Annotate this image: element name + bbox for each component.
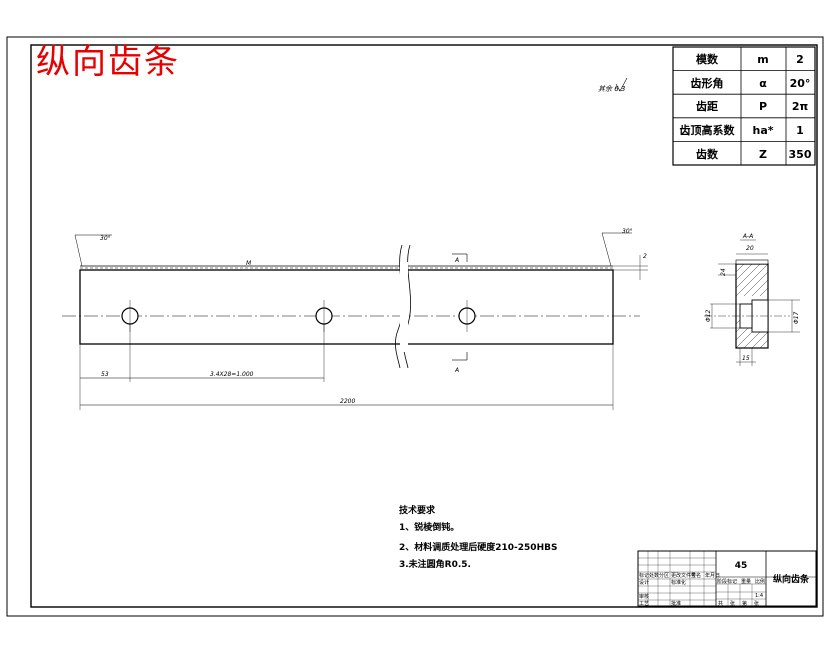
tb-approve: 批准 — [671, 600, 681, 607]
outer-border — [6, 36, 824, 617]
tb-standard: 标准化 — [671, 579, 686, 586]
tb-zone: 分区 — [659, 572, 669, 579]
section-mark: A-A — [742, 233, 753, 240]
param-value-0: 2 — [796, 53, 804, 66]
tb-stage: 阶段标记 — [717, 578, 737, 585]
dim-hole-pitch: 3.4X28=1.000 — [210, 371, 254, 378]
param-symbol-0: m — [757, 53, 768, 66]
section-view: A-A 20 24 — [704, 233, 800, 366]
tech-item-2: 2、材料调质处理后硬度210-250HBS — [399, 541, 557, 553]
tech-heading: 技术要求 — [399, 504, 436, 516]
tech-item-3: 3.未注圆角R0.5. — [399, 558, 471, 570]
roughness-note: 其余 6.3 — [598, 77, 628, 93]
param-name-1: 齿形角 — [691, 76, 724, 90]
parameter-table: 模数 m 2 齿形角 α 20° 齿距 P 2π 齿顶高系数 ha* 1 齿数 … — [672, 46, 816, 166]
technical-requirements: 技术要求 1、锐棱倒钝。 2、材料调质处理后硬度210-250HBS 3.未注圆… — [399, 504, 557, 570]
param-symbol-1: α — [759, 77, 767, 90]
tb-date: 年月日 — [705, 572, 720, 579]
tb-sign: 签名 — [691, 572, 701, 579]
tb-mark: 标记 — [639, 572, 649, 579]
tb-sheet-unit: 张 — [730, 600, 735, 607]
tb-weight: 重量 — [741, 578, 751, 585]
param-value-1: 20° — [790, 77, 811, 90]
tb-sheet-unit-2: 张 — [754, 600, 759, 607]
tb-change-doc: 更改文件号 — [671, 572, 696, 579]
tech-item-1: 1、锐棱倒钝。 — [399, 521, 459, 533]
param-value-2: 2π — [792, 100, 809, 113]
chamfer-left-label: 30° — [100, 235, 111, 242]
tb-total: 共 — [718, 600, 723, 607]
inner-border — [30, 44, 818, 608]
param-name-4: 齿数 — [696, 147, 719, 161]
section-a-bottom: A — [454, 367, 459, 374]
tb-material: 45 — [735, 561, 748, 571]
tb-process: 工艺 — [639, 601, 649, 607]
drawing-title: 纵向齿条 — [36, 42, 180, 82]
tb-part-name: 纵向齿条 — [773, 573, 810, 585]
section-a-top: A — [454, 257, 459, 264]
param-symbol-3: ha* — [752, 124, 773, 137]
param-symbol-2: P — [759, 100, 767, 113]
sec-d1-label: Φ12 — [705, 309, 712, 322]
sec-bottom-label: 15 — [742, 355, 750, 362]
tb-sheet-no: 第 — [742, 600, 747, 607]
dim-offset-left: 53 — [101, 371, 109, 378]
param-symbol-4: Z — [759, 148, 767, 161]
param-value-4: 350 — [789, 148, 812, 161]
sec-width-label: 20 — [746, 245, 754, 252]
tooth-height-label: 2 — [643, 253, 647, 260]
param-name-0: 模数 — [696, 52, 719, 66]
rack-body — [79, 269, 614, 345]
break-line — [395, 244, 404, 369]
tb-review: 审核 — [639, 593, 649, 600]
param-name-2: 齿距 — [696, 99, 718, 113]
tb-design: 设计 — [639, 579, 649, 586]
tb-count: 处数 — [649, 572, 659, 579]
param-name-3: 齿顶高系数 — [680, 123, 736, 137]
chamfer-right-label: 30° — [622, 228, 633, 235]
tb-ratio: 1:4 — [755, 593, 763, 599]
title-block: 标记 处数 分区 更改文件号 签名 年月日 设计 标准化 阶段标记 重量 比例 … — [637, 550, 817, 607]
rack-main-view: 30° 30° M 2 A A 53 3.4X28=1.000 2200 — [62, 228, 648, 410]
tb-scale: 比例 — [755, 578, 765, 585]
sec-d2-label: Φ17 — [793, 311, 800, 324]
param-value-3: 1 — [796, 124, 804, 137]
thread-note: M — [246, 260, 252, 267]
dim-total-length: 2200 — [340, 398, 355, 405]
sec-left-label: 24 — [720, 268, 727, 276]
roughness-text: 其余 6.3 — [598, 85, 625, 93]
